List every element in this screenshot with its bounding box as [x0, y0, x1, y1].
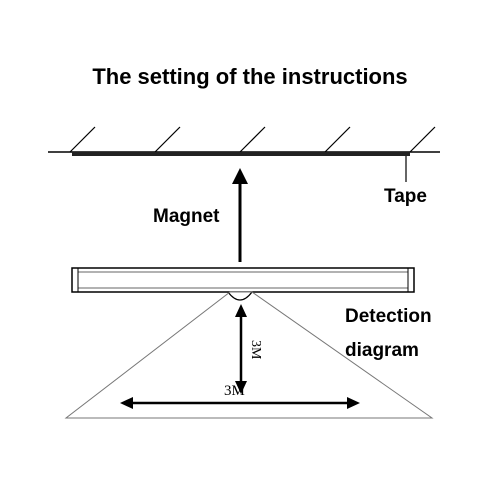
detection-label-line1: Detection [345, 306, 432, 327]
diagram-title: The setting of the instructions [92, 64, 408, 89]
detection-label-line2: diagram [345, 340, 419, 361]
motion-sensor [227, 291, 253, 301]
horizontal-dimension-arrow [120, 397, 360, 409]
vertical-dimension-label: 3M [248, 340, 263, 360]
horizontal-dimension-label: 3M [224, 383, 245, 399]
magnet-label: Magnet [153, 206, 220, 227]
tape-strip [72, 152, 410, 156]
light-bar [71, 267, 415, 293]
tape-label: Tape [384, 186, 427, 207]
ceiling-hatch [69, 126, 436, 153]
detection-area [64, 291, 434, 419]
magnet-arrow-head [232, 168, 248, 184]
vertical-dimension-arrow [235, 304, 247, 394]
